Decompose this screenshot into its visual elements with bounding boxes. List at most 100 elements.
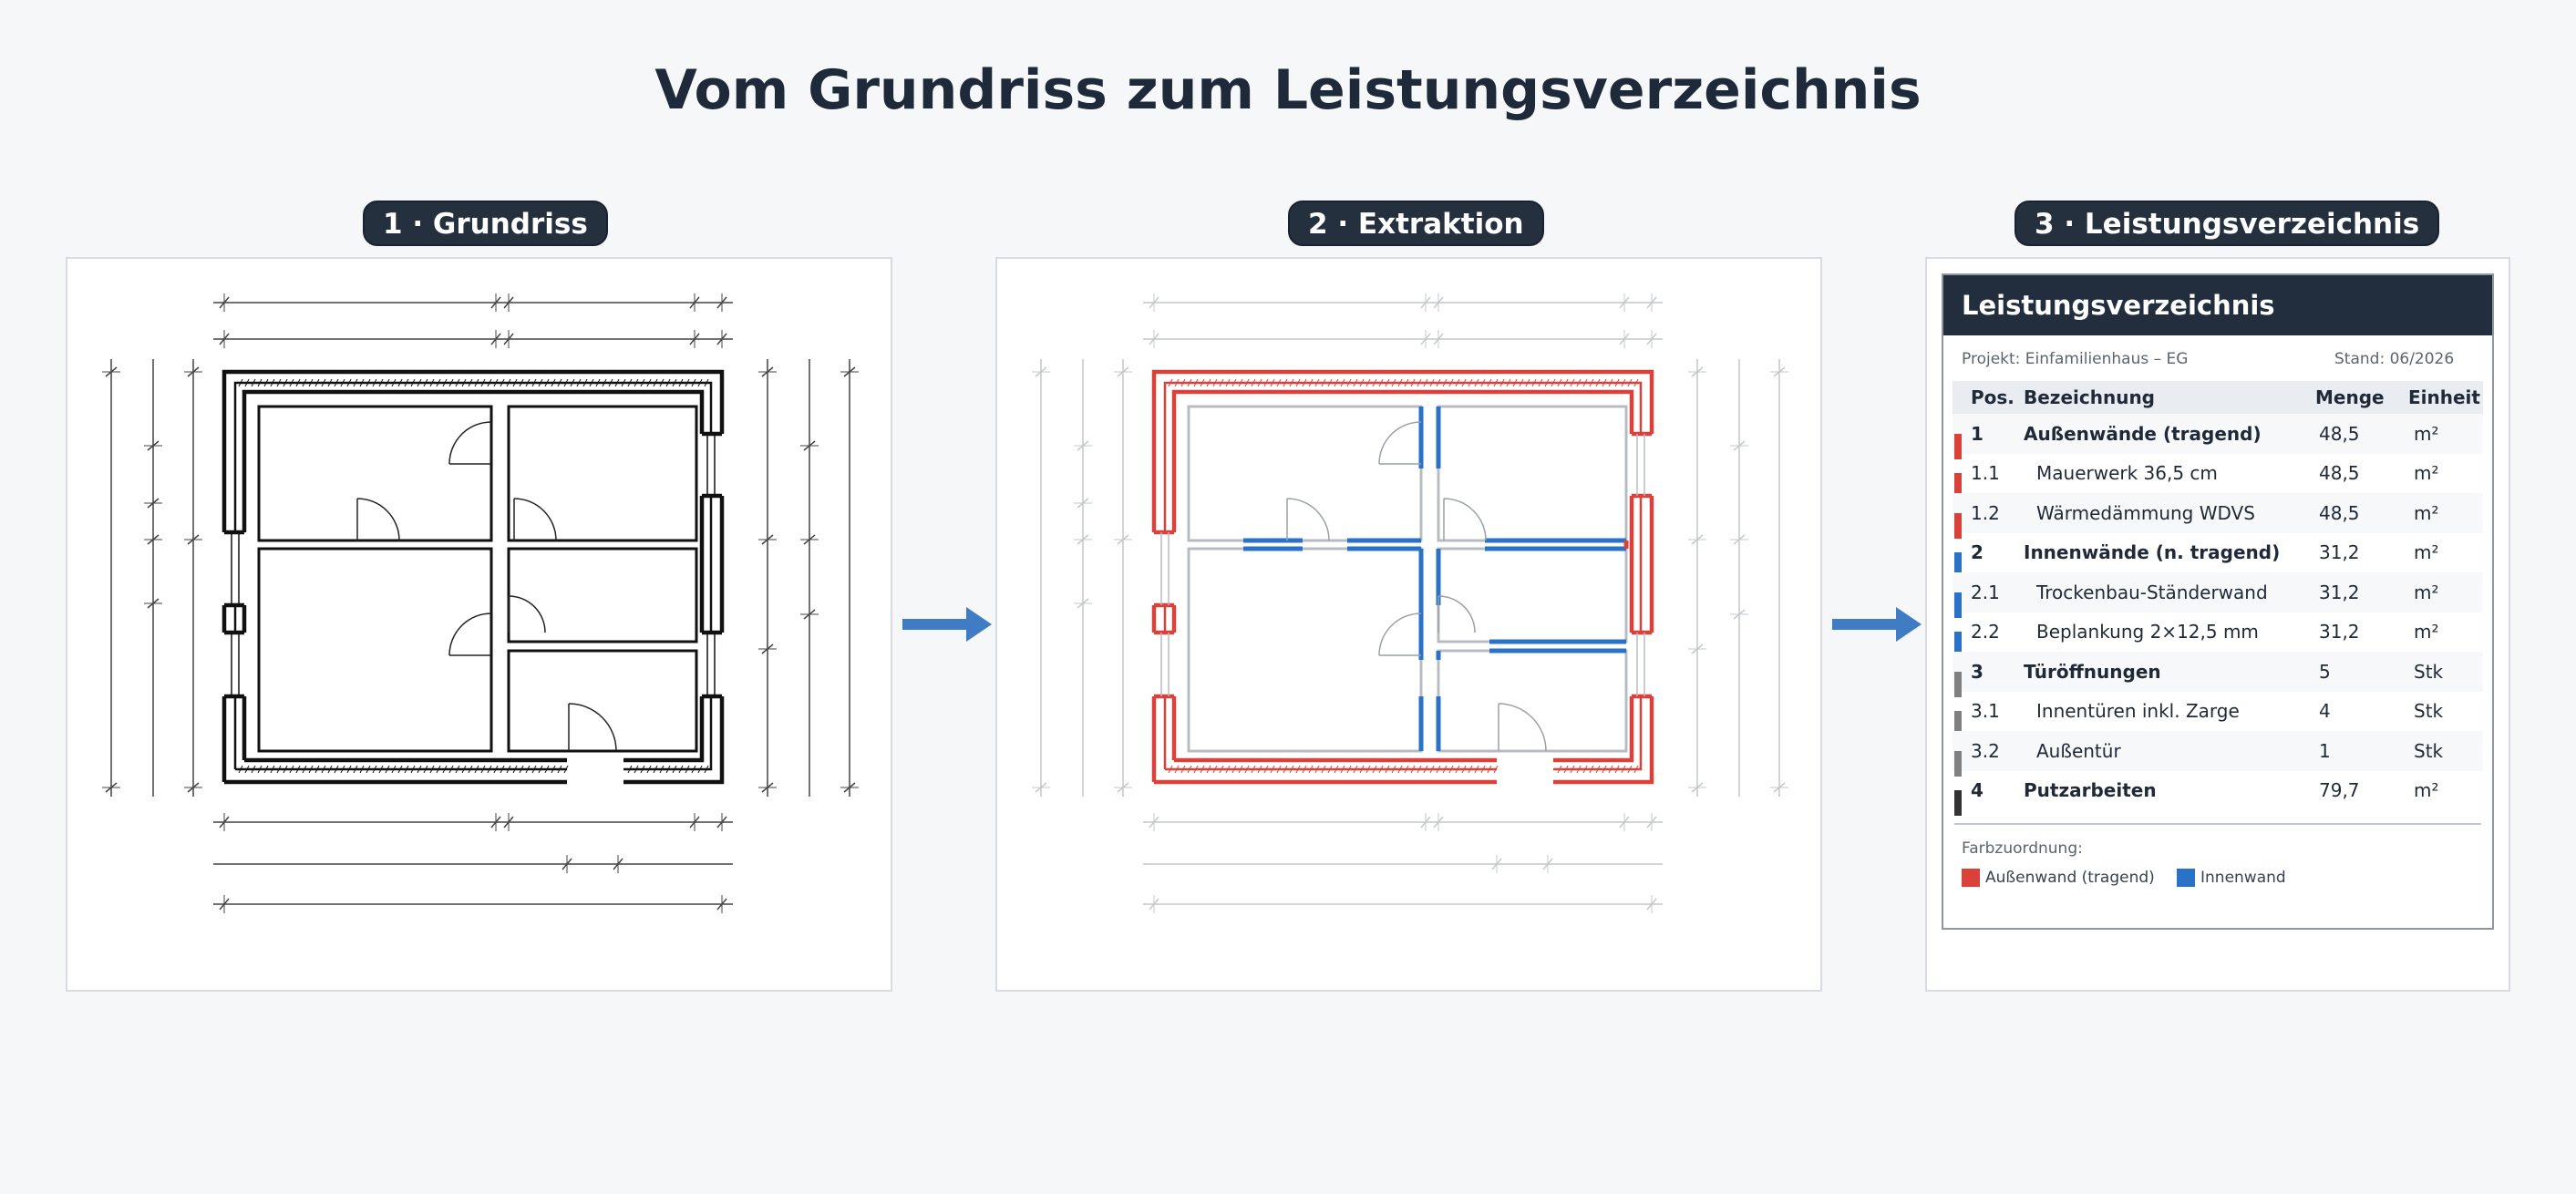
insulation-hatch bbox=[448, 765, 454, 774]
insulation-hatch bbox=[487, 378, 492, 387]
insulation-hatch bbox=[385, 765, 390, 774]
insulation-hatch bbox=[602, 378, 607, 387]
room-outline bbox=[1187, 547, 1423, 753]
insulation-hatch bbox=[1193, 378, 1199, 387]
insulation-hatch bbox=[1404, 765, 1409, 774]
insulation-hatch bbox=[627, 378, 633, 387]
insulation-hatch bbox=[1563, 765, 1569, 774]
insulation-hatch bbox=[551, 378, 556, 387]
insulation-hatch bbox=[372, 378, 377, 387]
insulation-hatch bbox=[448, 378, 454, 387]
insulation-hatch bbox=[340, 378, 345, 387]
insulation-hatch bbox=[1461, 378, 1467, 387]
insulation-hatch bbox=[500, 378, 505, 387]
room-outline bbox=[1437, 547, 1628, 643]
lv-einheit: m² bbox=[2414, 501, 2439, 524]
insulation-hatch bbox=[251, 378, 256, 387]
insulation-hatch bbox=[1633, 765, 1639, 774]
exterior-wall-middle bbox=[233, 381, 713, 771]
insulation-hatch bbox=[295, 378, 301, 387]
legend: Außenwand (tragend) Innenwand bbox=[1943, 858, 2492, 894]
category-color-bar bbox=[1954, 473, 1962, 499]
insulation-hatch bbox=[1200, 765, 1205, 774]
insulation-hatch bbox=[1359, 378, 1365, 387]
category-color-bar bbox=[1954, 592, 1962, 618]
insulation-hatch bbox=[244, 378, 250, 387]
insulation-hatch bbox=[334, 378, 339, 387]
lv-einheit: m² bbox=[2414, 462, 2439, 485]
insulation-hatch bbox=[1627, 378, 1633, 387]
insulation-hatch bbox=[257, 378, 263, 387]
insulation-hatch bbox=[1334, 765, 1339, 774]
insulation-hatch bbox=[468, 378, 473, 387]
insulation-hatch bbox=[531, 378, 537, 387]
insulation-hatch bbox=[1404, 378, 1409, 387]
insulation-hatch bbox=[353, 378, 358, 387]
insulation-hatch bbox=[270, 765, 275, 774]
insulation-hatch bbox=[1334, 378, 1339, 387]
insulation-hatch bbox=[474, 378, 479, 387]
insulation-hatch bbox=[570, 378, 575, 387]
insulation-hatch bbox=[366, 765, 371, 774]
lv-document: Leistungsverzeichnis Projekt: Einfamilie… bbox=[1942, 273, 2494, 930]
insulation-hatch bbox=[1468, 378, 1473, 387]
insulation-hatch bbox=[455, 378, 460, 387]
step-1-badge: 1 · Grundriss bbox=[363, 201, 608, 246]
lv-einheit: m² bbox=[2414, 779, 2439, 802]
insulation-hatch bbox=[314, 765, 320, 774]
insulation-hatch bbox=[678, 378, 684, 387]
insulation-hatch bbox=[366, 378, 371, 387]
insulation-hatch bbox=[1442, 765, 1448, 774]
insulation-hatch bbox=[1576, 765, 1582, 774]
category-color-bar bbox=[1954, 750, 1962, 777]
insulation-hatch bbox=[1627, 765, 1633, 774]
door-swing bbox=[513, 498, 557, 541]
lv-pos: 2 bbox=[1971, 541, 1984, 564]
insulation-hatch bbox=[346, 378, 352, 387]
insulation-hatch bbox=[429, 378, 435, 387]
col-einheit: Einheit bbox=[2408, 386, 2480, 408]
room-outline bbox=[1437, 405, 1628, 542]
insulation-hatch bbox=[1487, 378, 1492, 387]
insulation-hatch bbox=[1397, 765, 1403, 774]
insulation-hatch bbox=[1206, 765, 1211, 774]
insulation-hatch bbox=[257, 765, 263, 774]
insulation-hatch bbox=[1174, 765, 1180, 774]
door-swing bbox=[568, 703, 617, 752]
room-outline bbox=[257, 405, 493, 542]
insulation-hatch bbox=[423, 765, 428, 774]
insulation-hatch bbox=[634, 378, 639, 387]
insulation-hatch bbox=[461, 765, 467, 774]
lv-bezeichnung: Trockenbau-Ständerwand bbox=[2036, 581, 2268, 603]
insulation-hatch bbox=[1614, 378, 1620, 387]
lv-einheit: m² bbox=[2414, 541, 2439, 564]
lv-bezeichnung: Beplankung 2×12,5 mm bbox=[2036, 621, 2259, 643]
insulation-hatch bbox=[697, 378, 703, 387]
insulation-hatch bbox=[1608, 378, 1613, 387]
lv-pos: 2.1 bbox=[1971, 581, 2000, 603]
insulation-hatch bbox=[1231, 378, 1237, 387]
insulation-hatch bbox=[1480, 378, 1486, 387]
insulation-hatch bbox=[506, 378, 511, 387]
insulation-hatch bbox=[1614, 765, 1620, 774]
insulation-hatch bbox=[659, 378, 665, 387]
category-color-bar bbox=[1954, 671, 1962, 697]
insulation-hatch bbox=[1602, 765, 1607, 774]
lv-einheit: Stk bbox=[2414, 700, 2444, 723]
insulation-hatch bbox=[321, 765, 326, 774]
insulation-hatch bbox=[1455, 378, 1460, 387]
insulation-hatch bbox=[512, 765, 518, 774]
insulation-hatch bbox=[270, 378, 275, 387]
insulation-hatch bbox=[1410, 765, 1416, 774]
insulation-hatch bbox=[314, 378, 320, 387]
insulation-hatch bbox=[1442, 378, 1448, 387]
lv-header-row: Pos. Bezeichnung Menge Einheit bbox=[1953, 381, 2483, 414]
insulation-hatch bbox=[289, 378, 294, 387]
room-outline bbox=[507, 405, 698, 542]
insulation-hatch bbox=[474, 765, 479, 774]
insulation-hatch bbox=[1276, 765, 1282, 774]
